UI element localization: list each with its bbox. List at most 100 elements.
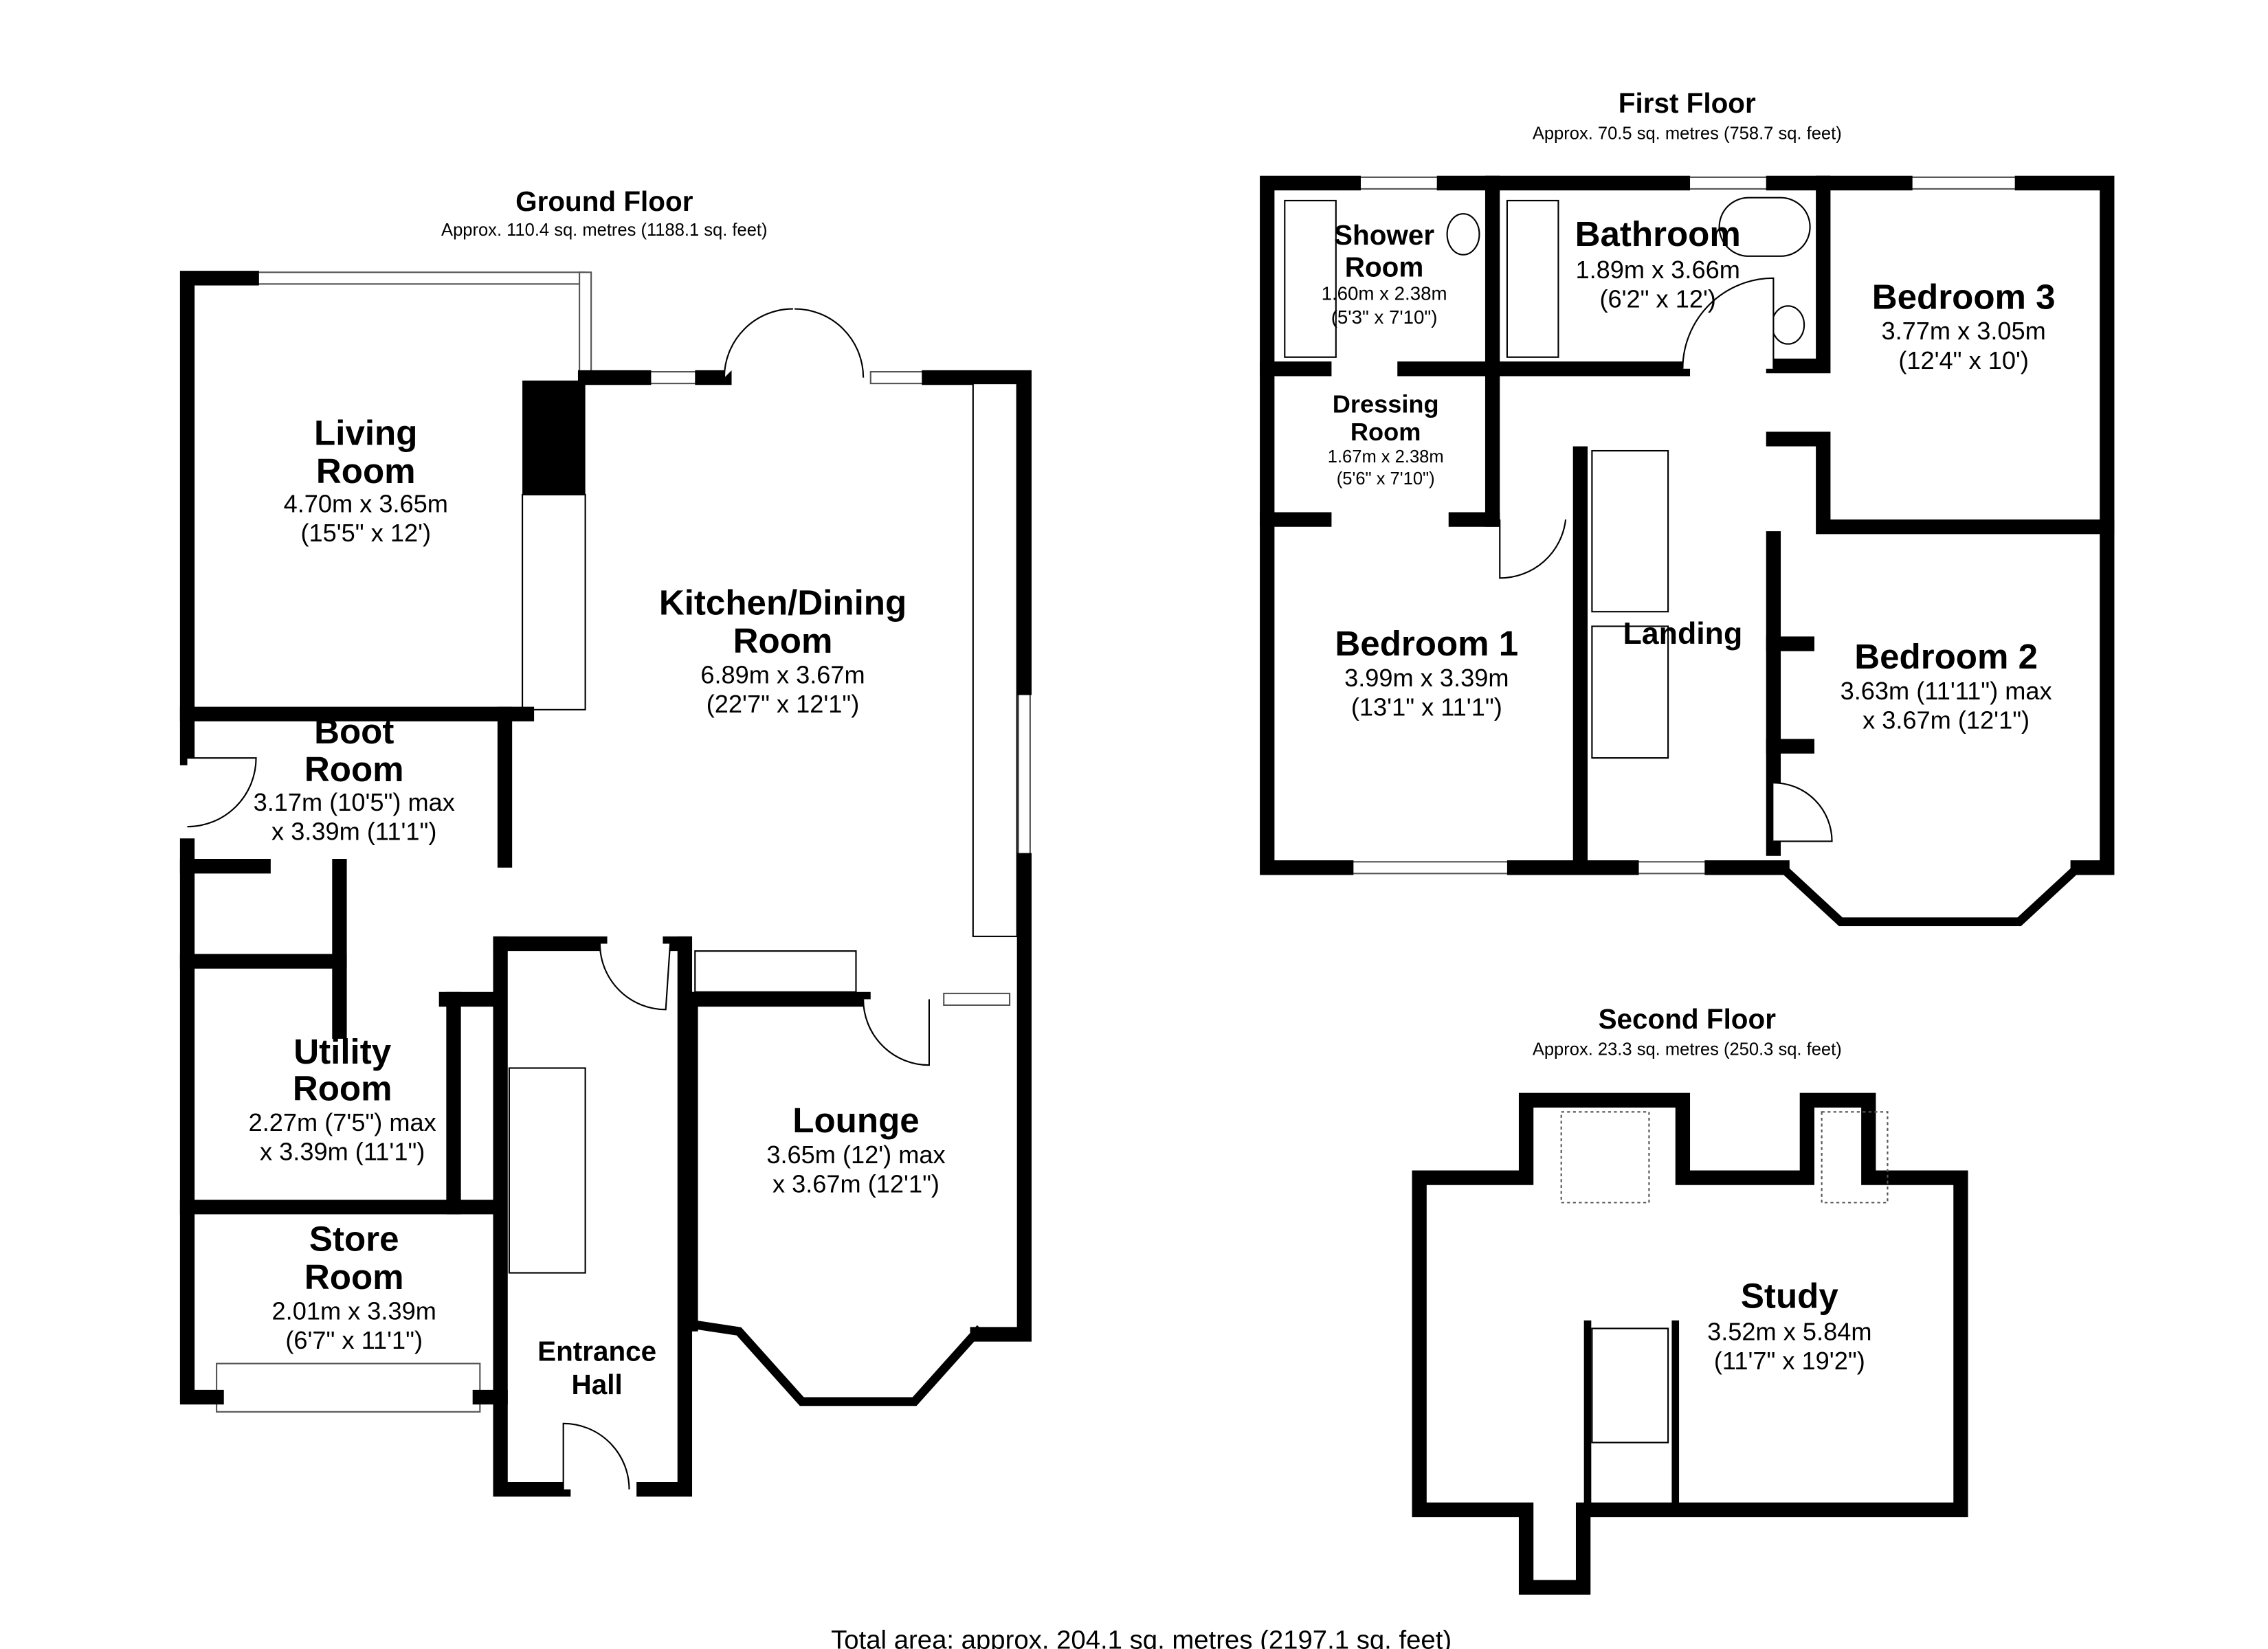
- window: [869, 370, 930, 385]
- front-door: [562, 1422, 630, 1490]
- window: [579, 271, 592, 379]
- room-dimensions: 2.01m x 3.39m: [272, 1297, 436, 1325]
- stairs: [1591, 1327, 1669, 1444]
- door: [863, 999, 930, 1066]
- room-dimensions: 1.60m x 2.38m: [1322, 283, 1447, 304]
- door: [599, 943, 671, 1011]
- room-dimensions: (6'7" x 11'1"): [285, 1326, 423, 1354]
- window: [1682, 176, 1775, 190]
- door: [187, 757, 257, 828]
- shower-tray: [1284, 199, 1337, 358]
- room-name: Living: [314, 414, 417, 453]
- wall: [922, 370, 1032, 695]
- window: [1630, 861, 1713, 875]
- second-floor-plan: Second Floor Approx. 23.3 sq. metres (25…: [1412, 1003, 1968, 1595]
- door: [1499, 519, 1567, 579]
- second-floor-title: Second Floor: [1599, 1003, 1777, 1035]
- skylight: [1821, 1111, 1889, 1204]
- room-name: Landing: [1623, 617, 1743, 651]
- toilet: [1446, 213, 1480, 256]
- room-dimensions: x 3.67m (12'1"): [1863, 706, 2030, 734]
- bay-window: [685, 1319, 984, 1406]
- stairs: [1591, 449, 1669, 613]
- window: [643, 370, 703, 385]
- door: [1682, 277, 1775, 369]
- room-dimensions: 4.70m x 3.65m: [284, 489, 448, 517]
- room-dimensions: 1.67m x 2.38m: [1328, 447, 1444, 467]
- stairs: [1591, 625, 1669, 759]
- room-dimensions: 2.27m (7'5") max: [249, 1108, 436, 1136]
- window: [1017, 686, 1031, 862]
- wall: [179, 271, 259, 765]
- room-name: Kitchen/Dining: [659, 583, 907, 622]
- room-name: Room: [316, 451, 416, 491]
- stairs: [508, 1067, 586, 1274]
- chimney: [522, 380, 586, 495]
- wall: [179, 838, 224, 1405]
- bay-window: [1776, 861, 2084, 926]
- room-name: Entrance: [537, 1335, 656, 1367]
- room-dimensions: (11'7" x 19'2"): [1714, 1347, 1865, 1375]
- room-name: Store: [309, 1220, 399, 1259]
- room-dimensions: (6'2" x 12'): [1599, 284, 1715, 313]
- room-dimensions: 3.52m x 5.84m: [1707, 1317, 1871, 1345]
- room-name: Utility: [293, 1032, 391, 1071]
- kitchen-unit: [694, 950, 857, 993]
- first-floor-plan: First Floor Approx. 70.5 sq. metres (758…: [1260, 87, 2115, 926]
- wall: [1766, 431, 2115, 535]
- first-floor-area: Approx. 70.5 sq. metres (758.7 sq. feet): [1533, 124, 1842, 144]
- window: [251, 271, 586, 285]
- second-floor-area: Approx. 23.3 sq. metres (250.3 sq. feet): [1533, 1040, 1842, 1059]
- room-dimensions: x 3.67m (12'1"): [772, 1169, 940, 1198]
- room-dimensions: x 3.39m (11'1"): [271, 817, 436, 845]
- wall: [970, 853, 1032, 1342]
- fireplace-steps: [521, 493, 586, 710]
- shower-tray: [1506, 199, 1559, 358]
- window: [1904, 176, 2023, 190]
- room-name: Bedroom 3: [1872, 278, 2056, 317]
- room-dimensions: 3.63m (11'11") max: [1841, 677, 2052, 705]
- room-name: Room: [304, 750, 404, 789]
- room-name: Hall: [572, 1369, 623, 1400]
- room-name: Room: [304, 1257, 404, 1297]
- door: [1773, 782, 1833, 842]
- ground-floor-plan: Ground Floor Approx. 110.4 sq. metres (1…: [179, 186, 1032, 1497]
- room-name: Bedroom 1: [1335, 624, 1518, 663]
- room-dimensions: 1.89m x 3.66m: [1576, 256, 1740, 284]
- first-floor-title: First Floor: [1619, 87, 1756, 119]
- room-name: Shower: [1334, 219, 1434, 251]
- room-name: Bathroom: [1575, 214, 1741, 254]
- wall: [1766, 175, 1831, 374]
- room-dimensions: (12'4" x 10'): [1898, 346, 2029, 374]
- room-dimensions: (5'6" x 7'10"): [1337, 469, 1435, 489]
- total-area: Total area: approx. 204.1 sq. metres (21…: [831, 1626, 1452, 1649]
- wall: [1412, 1092, 1968, 1595]
- room-dimensions: 6.89m x 3.67m: [700, 661, 865, 689]
- room-name: Room: [1350, 418, 1421, 446]
- toilet: [1771, 305, 1805, 345]
- kitchen-units: [972, 383, 1018, 937]
- wall: [493, 936, 571, 1497]
- room-dimensions: 3.77m x 3.05m: [1881, 317, 2045, 345]
- room-dimensions: 3.17m (10'5") max: [254, 788, 455, 816]
- window: [1353, 176, 1445, 190]
- room-name: Room: [293, 1068, 392, 1108]
- room-dimensions: x 3.39m (11'1"): [260, 1138, 425, 1166]
- room-name: Bedroom 2: [1854, 637, 2038, 676]
- room-dimensions: (5'3" x 7'10"): [1331, 306, 1438, 328]
- bath: [1718, 197, 1811, 257]
- window: [216, 1362, 481, 1413]
- room-name: Dressing: [1333, 390, 1439, 418]
- room-name: Study: [1741, 1277, 1838, 1316]
- wall: [636, 936, 693, 1497]
- skylight: [1560, 1111, 1650, 1204]
- room-dimensions: 3.65m (12') max: [766, 1141, 945, 1169]
- room-name: Room: [1345, 251, 1424, 283]
- room-dimensions: (22'7" x 12'1"): [707, 690, 860, 718]
- room-name: Room: [733, 621, 833, 660]
- ground-floor-title: Ground Floor: [515, 186, 693, 217]
- french-doors: [723, 308, 865, 378]
- room-dimensions: 3.99m x 3.39m: [1344, 664, 1509, 692]
- room-dimensions: (13'1" x 11'1"): [1351, 693, 1502, 721]
